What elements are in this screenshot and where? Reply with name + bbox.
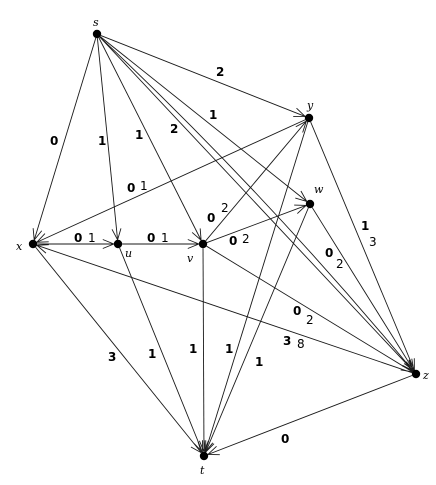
edge-v-t — [202, 248, 205, 452]
edge-s-y — [100, 35, 306, 117]
node-u — [113, 239, 123, 249]
arrowhead-s-y — [293, 107, 307, 118]
weight-label-v-t: 1 — [189, 342, 197, 356]
edge-v-y — [205, 120, 307, 242]
node-v — [198, 239, 208, 249]
node-label-w: w — [314, 183, 324, 196]
edge-s-w — [100, 36, 307, 202]
node-label-y: y — [306, 99, 314, 112]
edge-s-v — [98, 37, 202, 241]
edge-v-w — [206, 205, 307, 243]
weight-label-v-z-a: 0 — [293, 304, 301, 318]
node-y — [304, 113, 314, 123]
weight-label-y-x-a: 0 — [127, 181, 135, 195]
node-z — [411, 369, 421, 379]
node-s — [92, 29, 102, 39]
nodes-layer — [28, 29, 421, 461]
weight-label-v-y-b: 2 — [221, 201, 229, 215]
weight-label-z-x-b: 8 — [297, 337, 305, 351]
edge-y-z — [310, 121, 415, 371]
node-label-x: x — [16, 240, 23, 253]
edge-z-t — [207, 375, 413, 455]
edge-v-z — [206, 245, 413, 373]
node-label-u: u — [125, 247, 132, 260]
node-label-z: z — [422, 369, 429, 382]
node-label-t: t — [200, 464, 205, 477]
arrowhead-v-w — [294, 204, 308, 214]
weight-label-w-z-a: 0 — [325, 246, 333, 260]
edge-x-t — [35, 246, 202, 454]
weight-label-v-w-b: 2 — [242, 232, 250, 246]
weight-label-z-t: 0 — [281, 432, 289, 446]
weight-label-s-x: 0 — [50, 134, 58, 148]
edges-layer — [32, 35, 415, 456]
weight-label-v-w-a: 0 — [229, 234, 237, 248]
edge-s-x — [33, 37, 97, 241]
weight-label-x-u-b: 1 — [88, 231, 96, 245]
weight-label-s-y: 2 — [216, 65, 224, 79]
edge-y-x — [36, 119, 306, 243]
weight-label-y-z-a: 1 — [361, 219, 369, 233]
arrowhead-s-z — [402, 359, 414, 372]
arrowhead-v-y — [295, 120, 308, 133]
node-labels-layer: s y w x u v z t — [16, 16, 429, 477]
edge-y-t — [204, 121, 309, 453]
weight-label-s-w: 1 — [209, 108, 217, 122]
weight-label-y-t: 1 — [225, 342, 233, 356]
arrowhead-v-t — [199, 440, 209, 453]
weight-label-u-v-b: 1 — [161, 231, 169, 245]
arrowhead-y-z — [405, 358, 415, 372]
weight-label-s-u: 1 — [98, 134, 106, 148]
weight-label-u-t: 1 — [148, 347, 156, 361]
weight-label-x-t: 3 — [108, 350, 116, 364]
node-w — [305, 199, 315, 209]
weight-label-v-y-a: 0 — [207, 211, 215, 225]
weight-label-z-x-a: 3 — [283, 334, 291, 348]
weight-label-u-v-a: 0 — [147, 231, 155, 245]
arrowhead-s-x — [32, 228, 43, 242]
arrowhead-u-t — [193, 440, 203, 454]
weight-label-x-u-a: 0 — [74, 231, 82, 245]
node-label-v: v — [187, 252, 194, 265]
weight-label-w-t: 1 — [255, 355, 263, 369]
arrowhead-x-t — [190, 441, 203, 454]
edge-w-t — [205, 207, 309, 453]
edge-s-z — [99, 36, 414, 372]
edge-s-u — [96, 38, 119, 240]
node-label-s: s — [93, 16, 99, 29]
arrowhead-s-w — [295, 190, 308, 203]
weight-label-s-z: 2 — [170, 122, 178, 136]
weight-label-w-z-b: 2 — [336, 257, 344, 271]
edge-s-z — [99, 36, 414, 372]
weight-label-y-x-b: 1 — [140, 179, 148, 193]
weight-labels-layer: 0 1 1 2 1 2 0 1 0 1 0 1 0 2 0 2 0 2 0 2 … — [50, 65, 377, 446]
weight-label-y-z-b: 3 — [369, 235, 377, 249]
weight-label-v-z-b: 2 — [306, 313, 314, 327]
node-t — [199, 451, 209, 461]
edge-w-z — [311, 207, 415, 371]
weight-label-s-v: 1 — [135, 128, 143, 142]
edge-z-x — [36, 244, 413, 374]
edge-u-t — [119, 247, 203, 453]
node-x — [28, 239, 38, 249]
